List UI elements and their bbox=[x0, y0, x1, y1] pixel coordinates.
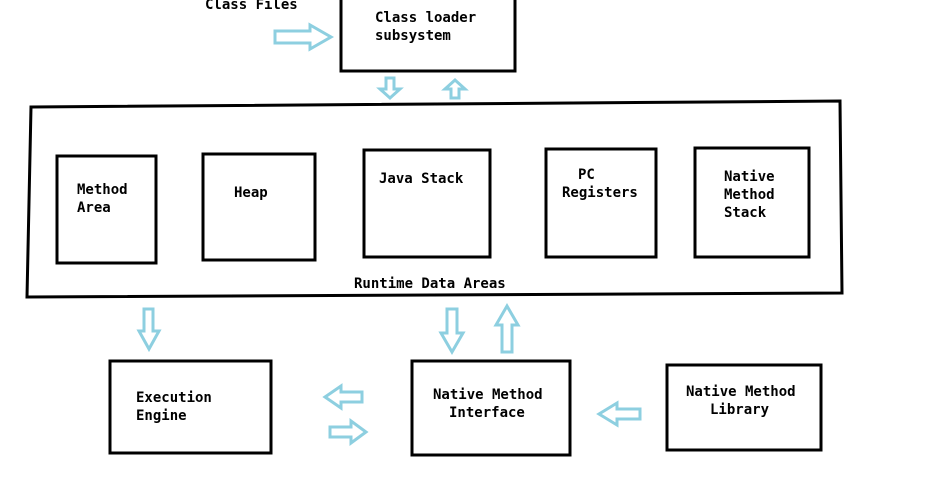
java-stack-label: Java Stack bbox=[379, 171, 464, 187]
native-method-stack-box bbox=[693, 146, 811, 259]
library-to-nmi-arrow bbox=[596, 400, 642, 428]
heap-box bbox=[201, 152, 317, 262]
java-stack-box bbox=[362, 148, 492, 259]
native-method-library-box bbox=[665, 363, 823, 452]
heap-label: Heap bbox=[234, 185, 268, 201]
runtime-to-execution-engine-arrow bbox=[136, 307, 162, 353]
native-method-stack-label-line2: Method bbox=[724, 187, 775, 203]
runtime-to-loader-arrow-up bbox=[441, 77, 469, 100]
native-method-library-label-line1: Native Method bbox=[686, 384, 796, 400]
execution-engine-label-line2: Engine bbox=[136, 408, 187, 424]
execution-engine-label-line1: Execution bbox=[136, 390, 212, 406]
loader-to-runtime-arrow-down bbox=[376, 76, 404, 101]
runtime-data-areas-label: Runtime Data Areas bbox=[354, 276, 506, 292]
runtime-to-nmi-arrow-down bbox=[438, 307, 466, 355]
class-files-label: Class Files bbox=[205, 0, 298, 13]
nmi-to-execution-engine-arrow bbox=[322, 383, 364, 411]
pc-registers-label-line2: Registers bbox=[562, 185, 638, 201]
native-method-interface-label-line1: Native Method bbox=[433, 387, 543, 403]
native-method-stack-label-line3: Stack bbox=[724, 205, 767, 221]
method-area-label-line1: Method bbox=[77, 182, 128, 198]
class-loader-subsystem-box bbox=[339, 0, 517, 73]
pc-registers-label-line1: PC bbox=[578, 167, 595, 183]
class-loader-label-line2: subsystem bbox=[375, 28, 451, 44]
native-method-interface-label-line2: Interface bbox=[449, 405, 525, 421]
pc-registers-box bbox=[544, 147, 658, 259]
execution-engine-box bbox=[108, 359, 273, 455]
native-method-interface-box bbox=[410, 359, 572, 457]
native-method-stack-label-line1: Native bbox=[724, 169, 775, 185]
method-area-label-line2: Area bbox=[77, 200, 111, 216]
runtime-data-areas-box bbox=[25, 99, 844, 299]
method-area-box bbox=[55, 154, 158, 265]
nmi-to-runtime-arrow-up bbox=[493, 303, 521, 354]
class-loader-label-line1: Class loader bbox=[375, 10, 476, 26]
native-method-library-label-line2: Library bbox=[710, 402, 770, 418]
execution-engine-to-nmi-arrow bbox=[328, 418, 369, 446]
class-files-to-loader-arrow bbox=[273, 22, 335, 52]
